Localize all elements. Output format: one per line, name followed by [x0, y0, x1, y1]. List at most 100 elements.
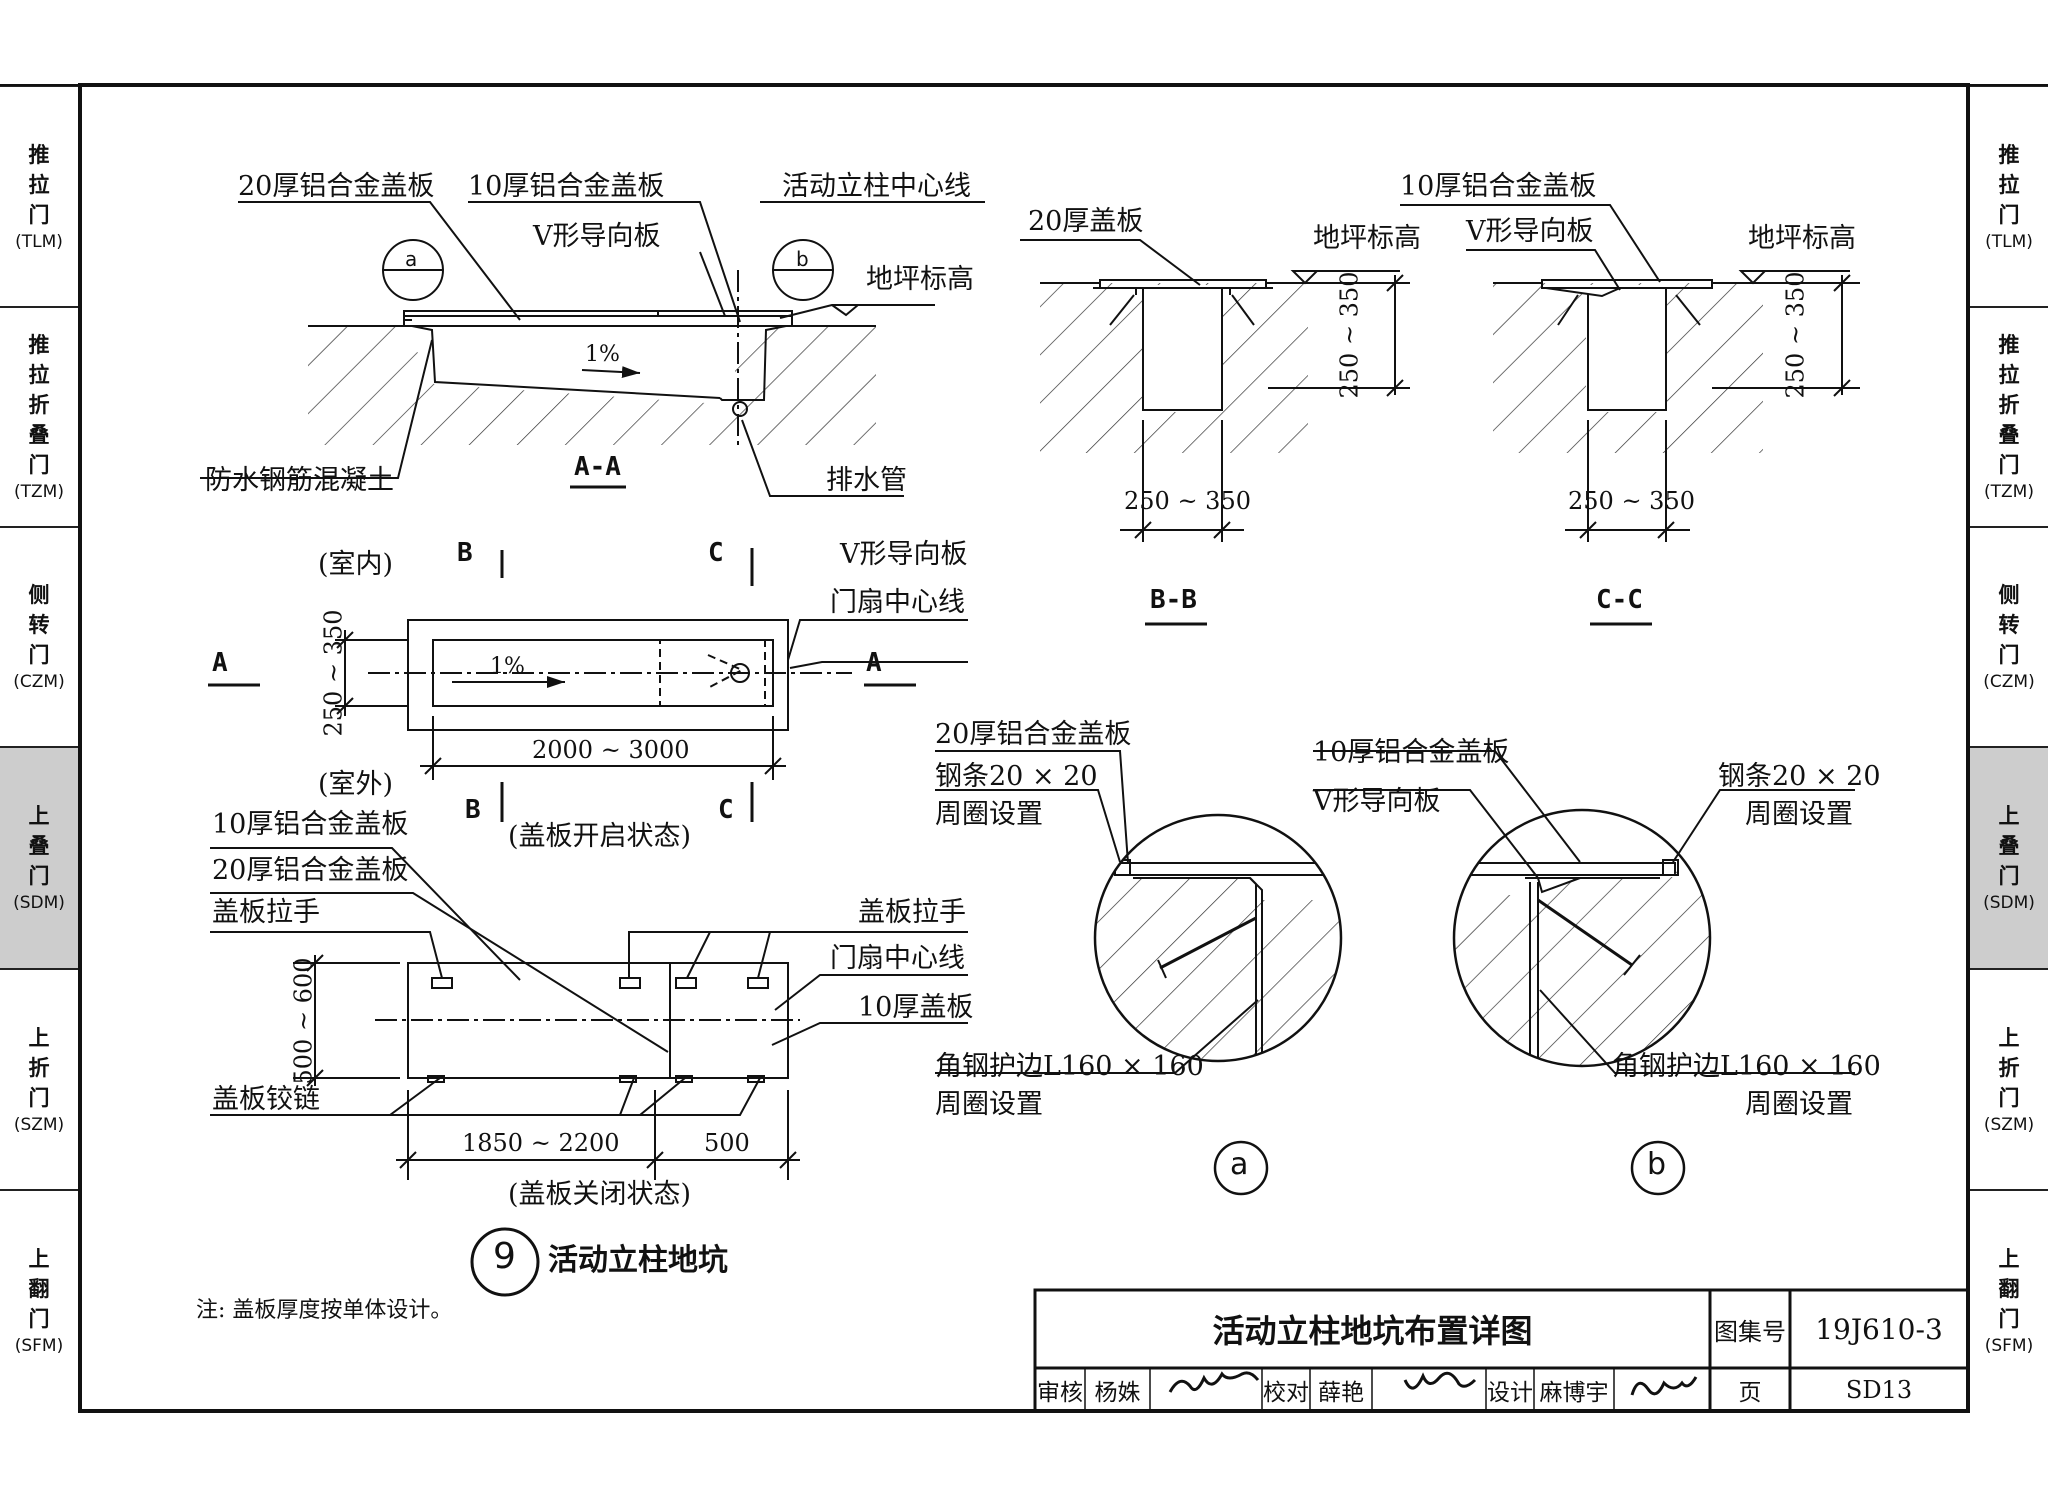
side-tab-code: (SZM) [1983, 1114, 2035, 1135]
plan-closed [210, 847, 968, 1297]
side-tab-label: 推 拉 门 [1998, 142, 2020, 227]
title-block-lines [1033, 1288, 1970, 1413]
side-tab-label: 侧 转 门 [1998, 583, 2020, 667]
section-cc [1400, 204, 1860, 626]
bb-label-cover: 20厚盖板 [1028, 206, 1144, 237]
aa-label-cover20: 20厚铝合金盖板 [238, 171, 435, 202]
aa-detail-a-marker: a [405, 247, 418, 271]
side-tab-code: (SFM) [1984, 1336, 2034, 1356]
side-tab-left-3[interactable]: 上 叠 门 (SDM) [0, 746, 78, 968]
side-tab-code: (TZM) [1984, 482, 2034, 502]
closed-dim-width: 500 ~ 600 [289, 957, 318, 1085]
title-block-designer: 麻博宇 [1539, 1379, 1609, 1406]
side-tab-right-2[interactable]: 侧 转 门 (CZM) [1970, 526, 2048, 746]
title-block-title: 活动立柱地坑布置详图 [1212, 1312, 1533, 1350]
side-tab-code: (SDM) [1983, 893, 2035, 913]
side-tab-code: (TZM) [14, 482, 64, 502]
closed-state: (盖板关闭状态) [508, 1179, 692, 1210]
title-block-reviewer: 杨姝 [1094, 1379, 1141, 1406]
plan-dim-length: 2000 ~ 3000 [532, 736, 690, 764]
a-label-cover: 20厚铝合金盖板 [935, 719, 1132, 750]
bb-label-floor: 地坪标高 [1313, 223, 1421, 254]
aa-label-drain: 排水管 [826, 465, 907, 496]
title-block-page-label: 页 [1738, 1379, 1762, 1406]
closed-label-cover10: 10厚铝合金盖板 [212, 809, 409, 840]
side-tab-code: (SDM) [13, 893, 65, 913]
side-tab-label: 上 叠 门 [28, 804, 50, 888]
figure-title: 活动立柱地坑 [548, 1243, 728, 1278]
plan-slope: 1% [490, 654, 525, 679]
closed-label-hinge: 盖板铰链 [212, 1084, 320, 1115]
side-tab-code: (TLM) [1985, 231, 2033, 252]
side-tab-code: (CZM) [1983, 672, 2035, 692]
side-tab-right-1[interactable]: 推 拉 折 叠 门 (TZM) [1970, 306, 2048, 526]
aa-label-centerline: 活动立柱中心线 [782, 171, 971, 202]
side-tab-code: (SFM) [14, 1336, 64, 1356]
plan-cut-a-right: A [866, 648, 882, 678]
plan-open [208, 548, 968, 822]
side-tab-left-1[interactable]: 推 拉 折 叠 门(TZM) [0, 306, 78, 526]
side-tab-code: (TLM) [15, 231, 63, 252]
b-label-vguide: V形导向板 [1313, 786, 1441, 817]
closed-label-leaf-center: 门扇中心线 [830, 943, 965, 974]
side-tab-label: 侧 转 门 [28, 583, 50, 667]
aa-slope: 1% [585, 342, 620, 367]
side-tab-right-3[interactable]: 上 叠 门 (SDM) [1970, 746, 2048, 968]
plan-indoor: (室内) [318, 549, 394, 580]
b-label-angle: 角钢护边L160 × 160 [1612, 1051, 1881, 1082]
cc-label-floor: 地坪标高 [1748, 223, 1856, 254]
detail-b [1313, 750, 1855, 1196]
title-block-page-no: SD13 [1845, 1375, 1913, 1404]
side-tab-code: (CZM) [13, 672, 65, 692]
closed-dim-end: 500 [704, 1129, 750, 1157]
title-block-atlas-label: 图集号 [1714, 1317, 1786, 1346]
closed-label-cover10-short: 10厚盖板 [858, 992, 974, 1023]
plan-cut-b-bottom: B [465, 795, 481, 825]
side-tab-right-4[interactable]: 上 折 门 (SZM) [1970, 968, 2048, 1189]
title-block-review-label: 审核 [1037, 1379, 1083, 1406]
side-tab-left-4[interactable]: 上 折 门(SZM) [0, 968, 78, 1189]
signatures [1168, 1371, 1698, 1396]
aa-label-cover10: 10厚铝合金盖板 [468, 171, 665, 202]
b-marker: b [1647, 1147, 1667, 1182]
a-label-angle-ring: 周圈设置 [935, 1089, 1043, 1120]
aa-label-floor: 地坪标高 [866, 264, 974, 295]
aa-title: A-A [574, 452, 621, 482]
side-tab-label: 上 折 门 [1998, 1025, 2020, 1110]
bb-dim-depth: 250 ~ 350 [1335, 271, 1364, 399]
note: 注: 盖板厚度按单体设计。 [196, 1298, 453, 1323]
b-label-steel-ring: 周圈设置 [1745, 799, 1853, 830]
side-tab-label: 上 翻 门 [1998, 1247, 2020, 1331]
side-tab-label: 上 翻 门 [28, 1247, 50, 1331]
title-block-check-label: 校对 [1263, 1379, 1309, 1406]
side-tab-left-5[interactable]: 上 翻 门 (SFM) [0, 1189, 78, 1411]
side-tab-right-0[interactable]: 推 拉 门 (TLM) [1970, 85, 2048, 306]
section-aa [200, 201, 985, 497]
title-block-design-label: 设计 [1487, 1379, 1533, 1406]
plan-label-leaf-center: 门扇中心线 [830, 587, 965, 618]
cc-label-vguide: V形导向板 [1466, 216, 1594, 247]
title-block-atlas-no: 19J610-3 [1815, 1312, 1943, 1346]
closed-label-handle: 盖板拉手 [212, 897, 320, 928]
plan-label-vguide: V形导向板 [840, 539, 968, 570]
plan-state-open: (盖板开启状态) [508, 821, 692, 852]
side-tab-right-5[interactable]: 上 翻 门 (SFM) [1970, 1189, 2048, 1411]
cc-label-cover: 10厚铝合金盖板 [1400, 171, 1597, 202]
bb-dim-width: 250 ~ 350 [1124, 487, 1251, 515]
aa-detail-b-marker: b [796, 247, 809, 271]
cc-dim-width: 250 ~ 350 [1568, 487, 1695, 515]
plan-cut-b-top: B [457, 538, 473, 568]
side-tab-left-0[interactable]: 推 拉 门 (TLM) [0, 85, 78, 306]
title-block-checker: 薛艳 [1318, 1379, 1364, 1406]
side-tab-left-2[interactable]: 侧 转 门 (CZM) [0, 526, 78, 746]
side-tab-label: 上 叠 门 [1998, 804, 2020, 888]
bb-title: B-B [1150, 585, 1197, 615]
aa-label-concrete: 防水钢筋混凝土 [205, 465, 394, 496]
side-tab-label: 推 拉 折 叠 门 [1998, 333, 2020, 477]
plan-outdoor: (室外) [318, 769, 394, 800]
a-marker: a [1230, 1147, 1249, 1182]
b-label-cover: 10厚铝合金盖板 [1313, 737, 1510, 768]
side-tab-label: 推 拉 门 [28, 142, 50, 227]
plan-dim-width: 250 ~ 350 [319, 609, 348, 737]
